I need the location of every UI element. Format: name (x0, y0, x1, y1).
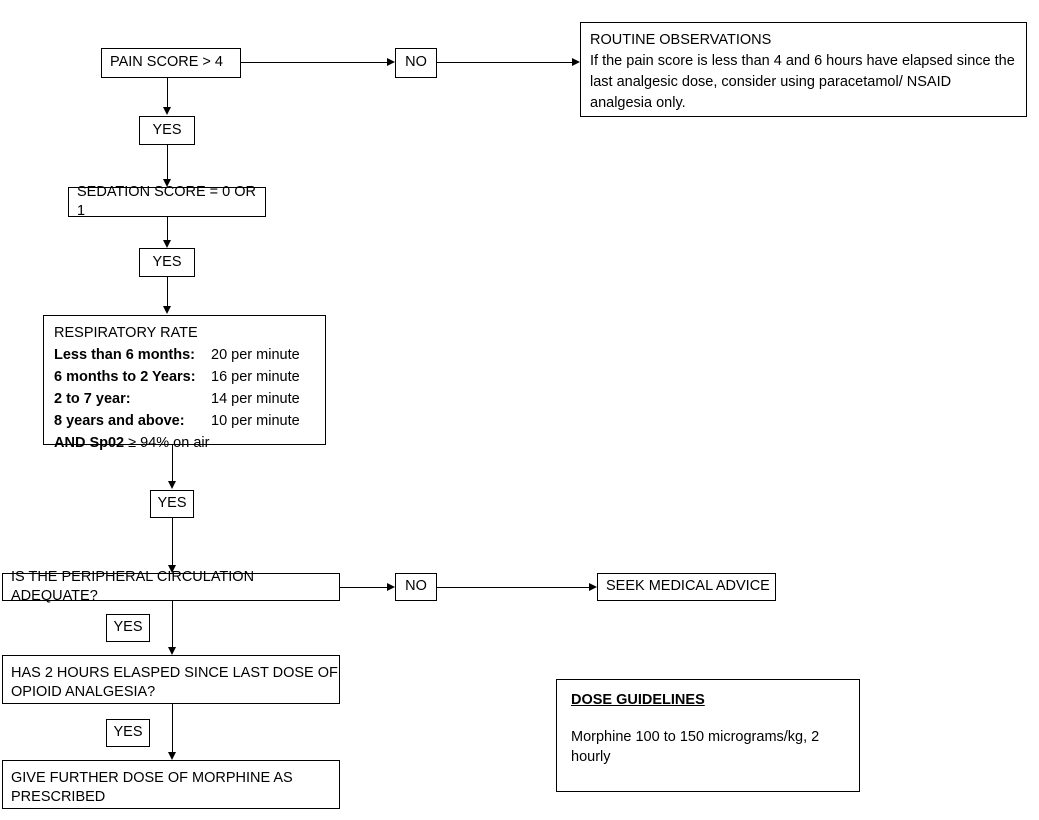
connector-yes1-to-sedation (167, 145, 168, 179)
node-yes-2-label: YES (152, 253, 182, 270)
respiratory-rate-row: 8 years and above: 10 per minute (54, 410, 315, 432)
node-peripheral-circulation-label: IS THE PERIPHERAL CIRCULATION ADEQUATE? (11, 568, 255, 604)
connector-peripheral-to-no-2 (340, 587, 387, 588)
node-two-hours-elapsed[interactable]: HAS 2 HOURS ELASPED SINCE LAST DOSE OF O… (2, 655, 340, 704)
arrowhead-to-peripheral (168, 565, 176, 573)
respiratory-rate-spo2-row: AND Sp02 ≥ 94% on air (54, 432, 315, 454)
node-no-2[interactable]: NO (395, 573, 437, 601)
node-no-1-label: NO (405, 54, 427, 71)
node-no-2-label: NO (405, 578, 427, 595)
node-two-hours-elapsed-line2: OPIOID ANALGESIA? (11, 684, 156, 701)
node-yes-5-label: YES (113, 724, 143, 741)
node-give-morphine[interactable]: GIVE FURTHER DOSE OF MORPHINE AS PRESCRI… (2, 760, 340, 809)
node-yes-1[interactable]: YES (139, 116, 195, 145)
panel-routine-observations: ROUTINE OBSERVATIONS If the pain score i… (580, 22, 1027, 117)
panel-dose-guidelines: DOSE GUIDELINES Morphine 100 to 150 micr… (556, 679, 860, 792)
routine-observations-body: If the pain score is less than 4 and 6 h… (590, 53, 1015, 112)
node-seek-medical-advice-label: SEEK MEDICAL ADVICE (606, 578, 770, 595)
respiratory-rate-value: 16 per minute (211, 369, 300, 386)
arrowhead-to-yes-3 (168, 481, 176, 489)
respiratory-rate-age: 8 years and above: (54, 413, 185, 430)
arrowhead-to-respiratory-rate (163, 306, 171, 314)
arrowhead-to-routine-observations (572, 58, 580, 66)
node-yes-4[interactable]: YES (106, 614, 150, 642)
respiratory-rate-value: 14 per minute (211, 391, 300, 408)
node-yes-1-label: YES (152, 121, 182, 138)
respiratory-rate-age: 6 months to 2 Years: (54, 369, 196, 386)
arrowhead-to-seek-advice (589, 583, 597, 591)
node-yes-3[interactable]: YES (150, 490, 194, 518)
node-yes-3-label: YES (157, 495, 187, 512)
dose-guidelines-body: Morphine 100 to 150 micrograms/kg, 2 hou… (571, 729, 820, 765)
connector-painscore-to-yes-1 (167, 78, 168, 108)
node-yes-5[interactable]: YES (106, 719, 150, 747)
connector-painscore-to-no (241, 62, 387, 63)
node-respiratory-rate[interactable]: RESPIRATORY RATE Less than 6 months: 20 … (43, 315, 326, 451)
connector-no2-to-seek-advice (437, 587, 589, 588)
respiratory-rate-row: 6 months to 2 Years: 16 per minute (54, 366, 315, 388)
node-give-morphine-line2: PRESCRIBED (11, 789, 106, 806)
dose-guidelines-title: DOSE GUIDELINES (571, 692, 705, 708)
node-pain-score[interactable]: PAIN SCORE > 4 (101, 48, 241, 78)
connector-two-hours-to-morphine (172, 704, 173, 753)
node-no-1[interactable]: NO (395, 48, 437, 78)
arrowhead-to-yes-1 (163, 107, 171, 115)
node-pain-score-label: PAIN SCORE > 4 (110, 54, 223, 71)
respiratory-rate-row: 2 to 7 year: 14 per minute (54, 388, 315, 410)
respiratory-rate-age: Less than 6 months: (54, 347, 195, 364)
connector-respiratory-to-yes-3 (172, 445, 173, 482)
node-sedation-score[interactable]: SEDATION SCORE = 0 OR 1 (68, 184, 266, 219)
respiratory-rate-age: 2 to 7 year: (54, 391, 131, 408)
node-sedation-score-label: SEDATION SCORE = 0 OR 1 (77, 183, 257, 219)
node-give-morphine-line1: GIVE FURTHER DOSE OF MORPHINE AS (11, 770, 293, 786)
node-peripheral-circulation[interactable]: IS THE PERIPHERAL CIRCULATION ADEQUATE? (2, 569, 340, 604)
routine-observations-title: ROUTINE OBSERVATIONS (590, 32, 772, 48)
node-seek-medical-advice[interactable]: SEEK MEDICAL ADVICE (597, 573, 776, 601)
arrowhead-to-two-hours (168, 647, 176, 655)
arrowhead-to-morphine (168, 752, 176, 760)
respiratory-rate-spo2-label: AND Sp02 (54, 435, 125, 452)
node-yes-4-label: YES (113, 619, 143, 636)
respiratory-rate-spo2-value: ≥ 94% on air (124, 435, 210, 452)
respiratory-rate-value: 10 per minute (211, 413, 300, 430)
connector-no-to-routine-observations (437, 62, 572, 63)
respiratory-rate-value: 20 per minute (211, 347, 300, 364)
connector-sedation-to-yes-2 (167, 217, 168, 241)
connector-yes3-to-peripheral (172, 518, 173, 566)
arrowhead-to-no-2 (387, 583, 395, 591)
arrowhead-to-sedation (163, 179, 171, 187)
connector-peripheral-to-next (172, 601, 173, 648)
arrowhead-to-no-1 (387, 58, 395, 66)
respiratory-rate-title: RESPIRATORY RATE (54, 325, 198, 341)
respiratory-rate-row: Less than 6 months: 20 per minute (54, 344, 315, 366)
node-yes-2[interactable]: YES (139, 248, 195, 277)
arrowhead-to-yes-2 (163, 240, 171, 248)
connector-yes2-to-respiratory-rate (167, 277, 168, 307)
node-two-hours-elapsed-line1: HAS 2 HOURS ELASPED SINCE LAST DOSE OF (11, 665, 338, 681)
